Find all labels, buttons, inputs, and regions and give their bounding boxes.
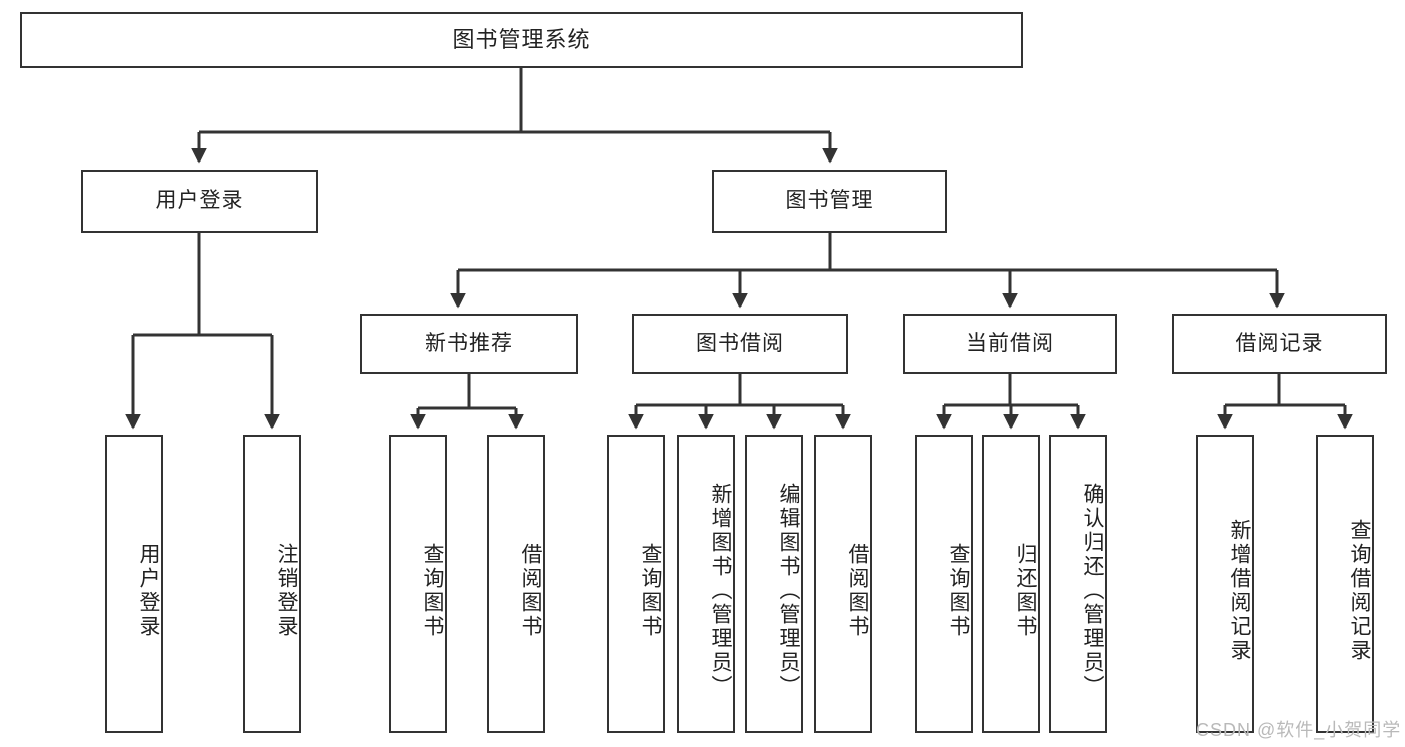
leaf-borrow-book-recommend[interactable]: 借阅图书 bbox=[487, 435, 545, 733]
leaf-label: 用户登录 bbox=[137, 543, 160, 639]
leaf-label: 确认归还（管理员） bbox=[1081, 483, 1104, 699]
leaf-label: 查询图书 bbox=[947, 543, 970, 639]
node-new-book-recommend[interactable]: 新书推荐 bbox=[360, 314, 578, 374]
leaf-query-book-borrow[interactable]: 查询图书 bbox=[607, 435, 665, 733]
node-root-label: 图书管理系统 bbox=[452, 27, 591, 53]
leaf-add-borrow-record[interactable]: 新增借阅记录 bbox=[1196, 435, 1254, 733]
node-book-borrow[interactable]: 图书借阅 bbox=[632, 314, 848, 374]
node-current-borrow-label: 当前借阅 bbox=[966, 331, 1054, 355]
leaf-label: 查询图书 bbox=[421, 543, 444, 639]
leaf-confirm-return-admin[interactable]: 确认归还（管理员） bbox=[1049, 435, 1107, 733]
leaf-label: 查询图书 bbox=[639, 543, 662, 639]
leaf-logout[interactable]: 注销登录 bbox=[243, 435, 301, 733]
node-borrow-record-label: 借阅记录 bbox=[1235, 331, 1324, 355]
leaf-label: 新增图书（管理员） bbox=[709, 483, 732, 699]
node-new-book-recommend-label: 新书推荐 bbox=[425, 331, 513, 355]
leaf-label: 查询借阅记录 bbox=[1348, 519, 1371, 663]
node-user-login[interactable]: 用户登录 bbox=[81, 170, 318, 233]
node-current-borrow[interactable]: 当前借阅 bbox=[903, 314, 1117, 374]
leaf-query-book-recommend[interactable]: 查询图书 bbox=[389, 435, 447, 733]
leaf-label: 新增借阅记录 bbox=[1228, 519, 1251, 663]
leaf-user-login[interactable]: 用户登录 bbox=[105, 435, 163, 733]
leaf-label: 归还图书 bbox=[1014, 543, 1037, 639]
leaf-add-book-admin[interactable]: 新增图书（管理员） bbox=[677, 435, 735, 733]
node-book-borrow-label: 图书借阅 bbox=[696, 331, 784, 355]
leaf-label: 编辑图书（管理员） bbox=[777, 483, 800, 699]
leaf-return-book[interactable]: 归还图书 bbox=[982, 435, 1040, 733]
node-borrow-record[interactable]: 借阅记录 bbox=[1172, 314, 1387, 374]
leaf-borrow-book[interactable]: 借阅图书 bbox=[814, 435, 872, 733]
leaf-query-borrow-record[interactable]: 查询借阅记录 bbox=[1316, 435, 1374, 733]
leaf-edit-book-admin[interactable]: 编辑图书（管理员） bbox=[745, 435, 803, 733]
node-book-management[interactable]: 图书管理 bbox=[712, 170, 947, 233]
node-book-management-label: 图书管理 bbox=[785, 189, 874, 213]
node-user-login-label: 用户登录 bbox=[155, 189, 244, 213]
leaf-query-book-current[interactable]: 查询图书 bbox=[915, 435, 973, 733]
node-root[interactable]: 图书管理系统 bbox=[20, 12, 1023, 68]
leaf-label: 注销登录 bbox=[275, 543, 298, 639]
leaf-label: 借阅图书 bbox=[846, 543, 869, 639]
leaf-label: 借阅图书 bbox=[519, 543, 542, 639]
csdn-watermark: CSDN @软件_小贺同学 bbox=[1196, 720, 1402, 740]
